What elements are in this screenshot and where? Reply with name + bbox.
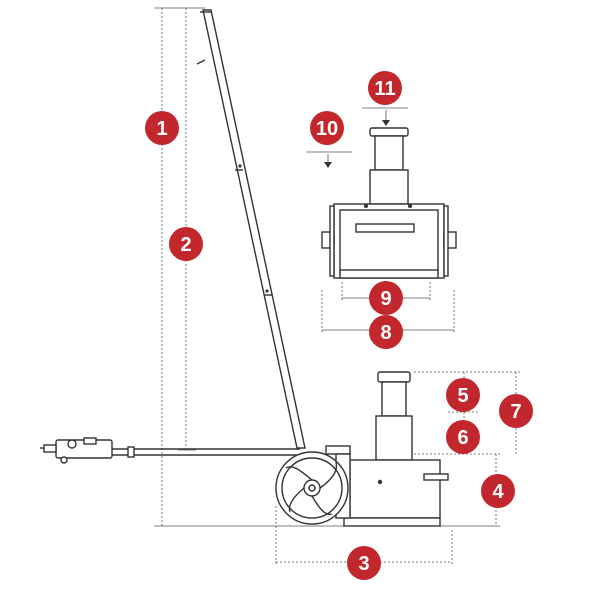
callout-3: 3 — [347, 546, 381, 580]
callout-7: 7 — [499, 394, 533, 428]
jack-body-side-view — [275, 371, 449, 527]
callout-6: 6 — [446, 420, 480, 454]
jack-handle — [196, 9, 306, 449]
callout-5: 5 — [446, 378, 480, 412]
callout-4-label: 4 — [492, 481, 504, 503]
callout-1: 1 — [145, 111, 179, 145]
callout-6-label: 6 — [457, 427, 468, 449]
callout-2: 2 — [169, 227, 203, 261]
callout-9-label: 9 — [380, 288, 391, 310]
air-control-valve — [40, 437, 300, 464]
callout-7-label: 7 — [510, 401, 521, 423]
callout-8: 8 — [369, 315, 403, 349]
callout-5-label: 5 — [457, 385, 468, 407]
callout-2-label: 2 — [180, 234, 191, 256]
callout-9: 9 — [369, 281, 403, 315]
callout-11: 11 — [368, 71, 402, 105]
callout-10-label: 10 — [316, 118, 338, 140]
jack-body-front-view — [321, 127, 457, 279]
callout-4: 4 — [481, 474, 515, 508]
callout-3-label: 3 — [358, 553, 369, 575]
callout-10: 10 — [310, 111, 344, 145]
callout-11-label: 11 — [374, 78, 395, 100]
callout-8-label: 8 — [380, 322, 391, 344]
callout-1-label: 1 — [156, 118, 167, 140]
